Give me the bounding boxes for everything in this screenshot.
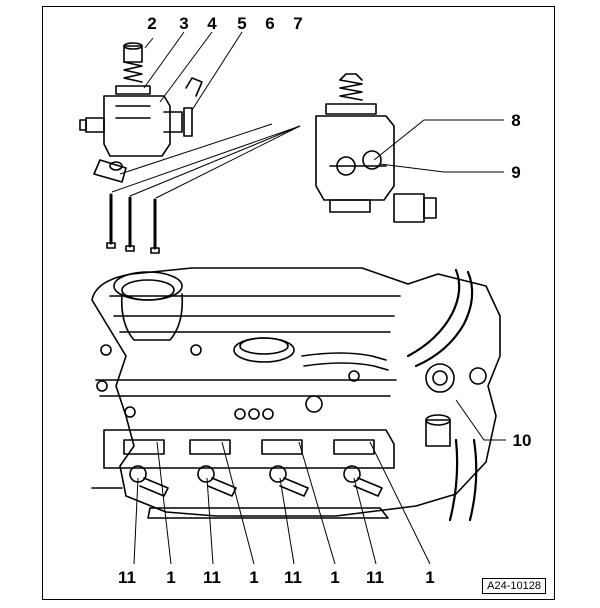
- callout-1-a: 1: [166, 568, 175, 587]
- callout-8: 8: [511, 111, 520, 130]
- callout-1-d: 1: [425, 568, 434, 587]
- callout-5: 5: [237, 14, 246, 33]
- callout-10: 10: [513, 431, 532, 450]
- fuel-pump-exploded: [79, 42, 203, 183]
- callout-3: 3: [179, 14, 188, 33]
- injector-rail: [91, 429, 395, 519]
- callout-11-c: 11: [284, 568, 302, 587]
- callout-4: 4: [207, 14, 217, 33]
- injector: [197, 465, 237, 497]
- cylinder-head-assembly: [91, 267, 501, 522]
- callout-11-a: 11: [118, 568, 136, 587]
- reference-code: A24-10128: [482, 578, 546, 594]
- callout-1-c: 1: [330, 568, 339, 587]
- injector: [343, 465, 383, 497]
- callout-labels: 2 3 4 5 6 7 8 9 10 11 1 11 1 11 1 11 1: [118, 14, 531, 587]
- mounting-bolts: [106, 193, 160, 254]
- diagram-frame: [42, 6, 555, 600]
- callout-1-b: 1: [249, 568, 258, 587]
- callout-9: 9: [511, 163, 520, 182]
- leader-lines: [111, 31, 506, 565]
- callout-11-d: 11: [366, 568, 384, 587]
- callout-6: 6: [265, 14, 274, 33]
- callout-7: 7: [293, 14, 302, 33]
- fuel-pump-assembled: [315, 73, 437, 223]
- callout-2: 2: [147, 14, 156, 33]
- callout-11-b: 11: [203, 568, 221, 587]
- injector: [269, 465, 309, 497]
